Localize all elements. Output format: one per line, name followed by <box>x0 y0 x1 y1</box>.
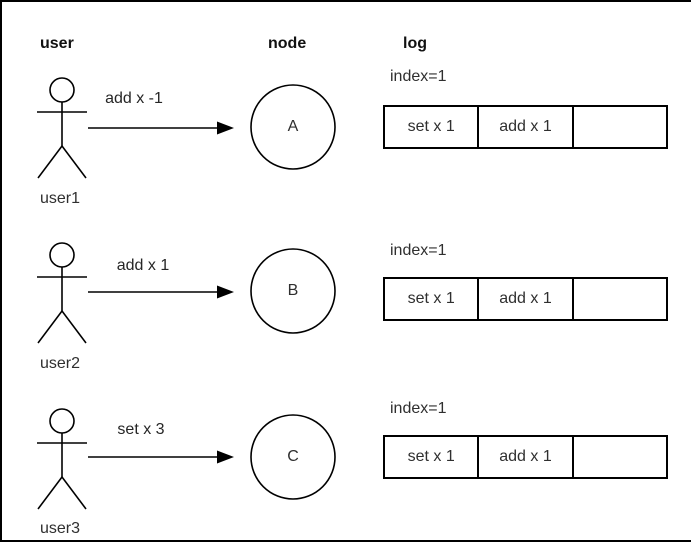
node-circle-b <box>250 248 336 334</box>
arrow-user2-to-node-b <box>88 285 234 299</box>
user2-figure <box>37 242 87 344</box>
log-table-1: set x 1 add x 1 <box>383 105 668 149</box>
log-index-label-3: index=1 <box>390 400 447 417</box>
log-table-2: set x 1 add x 1 <box>383 277 668 321</box>
arrow-user3-to-node-c <box>88 450 234 464</box>
column-header-user: user <box>40 35 74 52</box>
frame-left-line <box>0 0 2 542</box>
node-circle-c <box>250 414 336 500</box>
node-label-c: C <box>287 448 299 465</box>
log-cell <box>574 107 666 147</box>
column-header-node: node <box>268 35 307 52</box>
frame-top-line <box>0 0 691 2</box>
frame-bottom-line <box>0 540 691 542</box>
log-cell: set x 1 <box>385 279 480 319</box>
log-cell: set x 1 <box>385 437 480 477</box>
column-header-log: log <box>403 35 427 52</box>
log-cell: add x 1 <box>479 437 574 477</box>
node-label-b: B <box>287 282 299 299</box>
message-label-user1: add x -1 <box>105 90 163 107</box>
log-cell: set x 1 <box>385 107 480 147</box>
actor-label-user3: user3 <box>40 520 81 537</box>
user3-figure <box>37 408 87 510</box>
log-cell: add x 1 <box>479 279 574 319</box>
arrow-user1-to-node-a <box>88 121 234 135</box>
node-label-a: A <box>287 118 299 135</box>
actor-label-user1: user1 <box>40 190 81 207</box>
user1-figure <box>37 77 87 179</box>
node-circle-a <box>250 84 336 170</box>
log-table-3: set x 1 add x 1 <box>383 435 668 479</box>
actor-label-user2: user2 <box>40 355 81 372</box>
log-index-label-2: index=1 <box>390 242 447 259</box>
log-index-label-1: index=1 <box>390 68 447 85</box>
message-label-user3: set x 3 <box>117 421 165 438</box>
message-label-user2: add x 1 <box>116 257 170 274</box>
log-cell: add x 1 <box>479 107 574 147</box>
log-cell <box>574 279 666 319</box>
log-cell <box>574 437 666 477</box>
